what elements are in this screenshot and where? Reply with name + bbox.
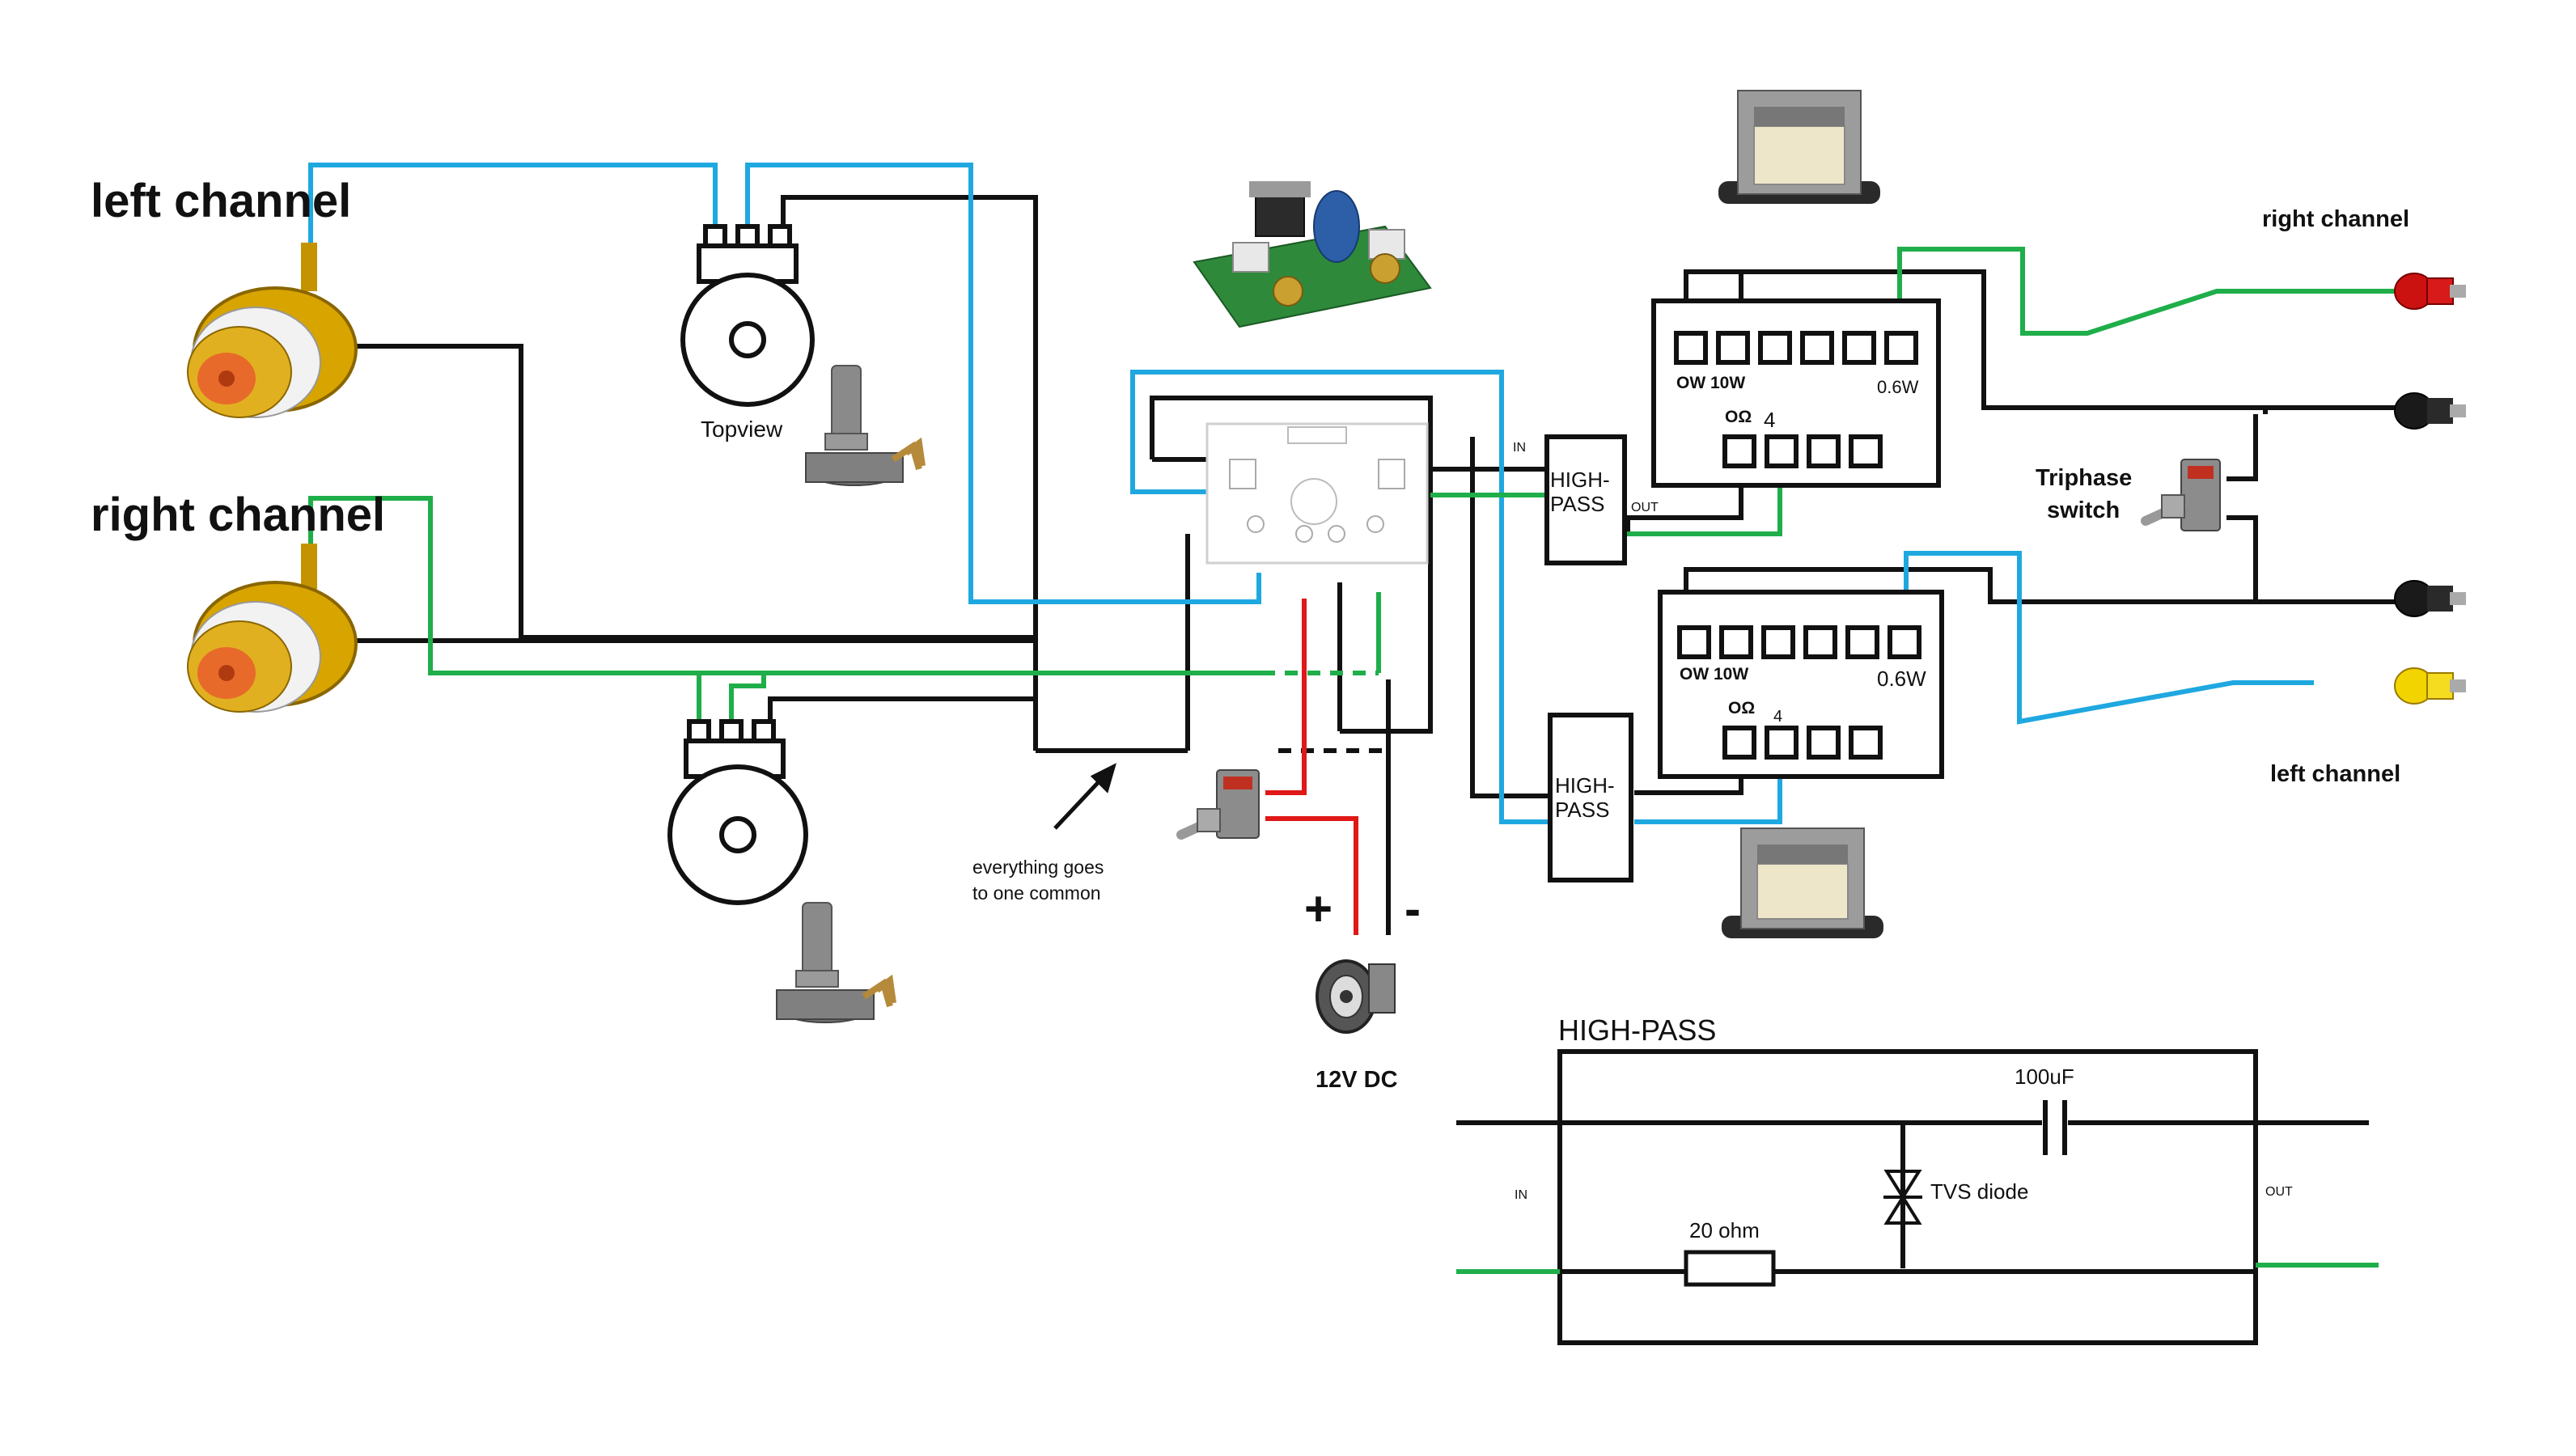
binding-post-red [2394,273,2466,310]
label-common-note-1: everything goes [972,857,1104,878]
transformer-photo-top [1718,90,1880,204]
label-ow10w-top: OW 10W [1676,374,1745,392]
amplifier-pcb-photo [1193,181,1432,328]
potentiometer-photo-bottom [776,902,896,1023]
label-right-channel-out: right channel [2262,206,2409,232]
label-hp-title: HIGH-PASS [1558,1014,1716,1047]
capacitor-symbol [2043,1100,2067,1155]
common-arrow [1053,763,1116,830]
bottom-potentiometer [667,719,808,905]
label-06w-top: 0.6W [1877,377,1919,397]
red-wires [1265,599,1358,935]
label-left-channel-in: left channel [91,175,351,227]
label-ohm-bot: OΩ [1728,699,1755,717]
highpass-schematic [1456,1049,2379,1345]
bottom-transformer [1658,590,1944,779]
label-triphase-2: switch [2047,497,2120,523]
label-plus: + [1304,882,1332,936]
amplifier-board [1205,422,1429,565]
label-right-channel-in: right channel [91,489,385,541]
label-hp-tvs: TVS diode [1930,1179,2028,1204]
top-potentiometer [680,224,815,407]
label-highpass-top-2: PASS [1550,492,1604,516]
potentiometer-photo-top [805,365,926,486]
label-highpass-bot-1: HIGH- [1555,773,1615,798]
label-in-small: IN [1513,441,1526,455]
label-four-bot: 4 [1773,708,1782,726]
label-minus: - [1405,882,1421,936]
label-hp-out: OUT [2265,1185,2293,1199]
label-ohm-top: OΩ [1725,408,1752,426]
label-dc-jack: 12V DC [1316,1067,1398,1093]
blue-wires [308,163,2314,824]
label-hp-res: 20 ohm [1689,1218,1760,1242]
binding-post-black-bottom [2394,580,2466,617]
power-toggle-switch [1176,769,1260,840]
resistor-symbol [1684,1250,1776,1287]
right-rca-jack [187,544,358,713]
binding-post-yellow [2394,667,2466,705]
label-left-channel-out: left channel [2270,761,2400,787]
top-transformer [1651,298,1941,488]
label-highpass-top-1: HIGH- [1550,468,1610,492]
black-wires [346,195,2395,935]
triphase-switch [2141,459,2221,531]
highpass-block-top [1544,434,1627,565]
tvs-diode-symbol [1883,1170,1922,1225]
binding-post-black-top [2394,392,2466,430]
transformer-photo-bottom [1722,827,1883,938]
left-rca-jack [187,243,358,418]
label-ow10w-bot: OW 10W [1680,665,1748,684]
label-hp-in: IN [1515,1188,1527,1202]
label-triphase-1: Triphase [2036,465,2132,491]
dc-jack [1316,959,1396,1034]
label-06w-bot: 0.6W [1877,667,1926,691]
label-highpass-bot-2: PASS [1555,798,1609,822]
label-four-top: 4 [1764,408,1775,432]
label-topview: Topview [701,417,783,442]
label-common-note-2: to one common [972,882,1101,904]
highpass-block-bottom [1548,713,1633,882]
green-wires [308,247,2395,725]
label-out-small: OUT [1631,501,1659,514]
label-hp-cap: 100uF [2015,1064,2074,1089]
